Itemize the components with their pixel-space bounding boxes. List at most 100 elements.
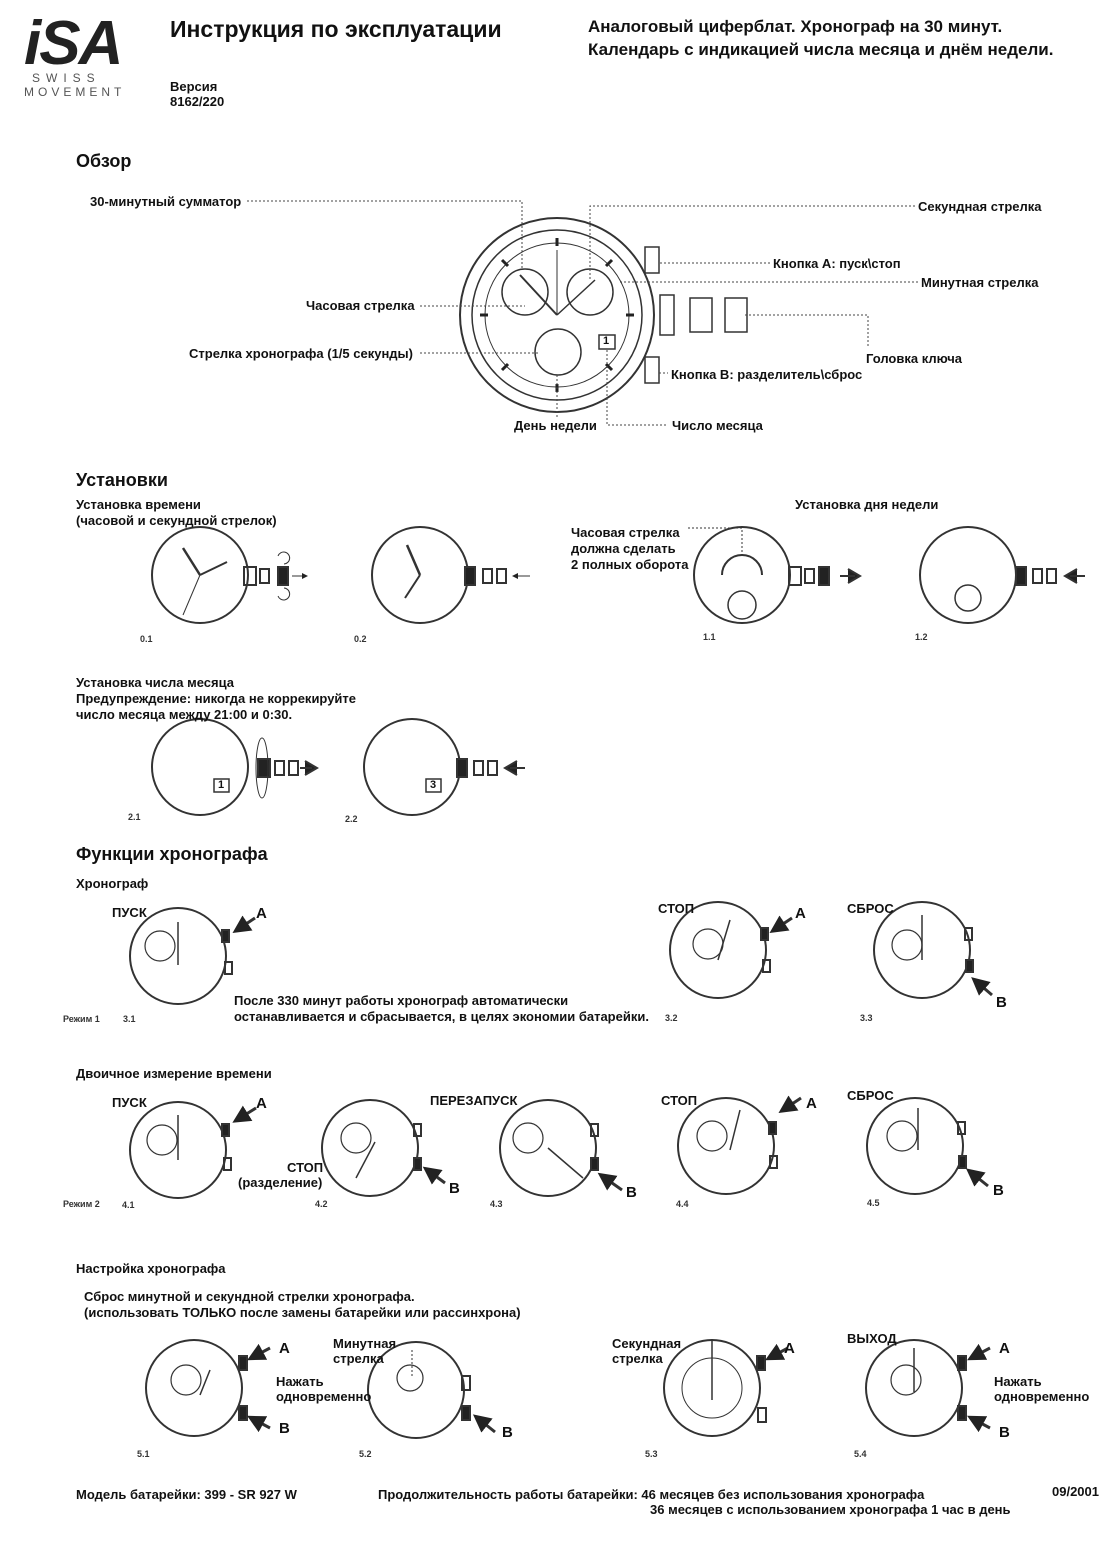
label-reset-2: СБРОС (847, 1088, 894, 1103)
hour-note-1: Часовая стрелка (571, 525, 680, 540)
label-date: Число месяца (672, 418, 763, 433)
label-restart: ПЕРЕЗАПУСК (430, 1093, 518, 1108)
label-stop-2: СТОП (661, 1093, 698, 1108)
label-weekday: День недели (514, 418, 597, 433)
fig-1-1: 1.1 (703, 632, 716, 642)
label-split: (разделение) (238, 1175, 323, 1190)
press-label-1: Нажать (276, 1374, 324, 1389)
battery-model: Модель батарейки: 399 - SR 927 W (76, 1487, 297, 1502)
label-b-45: B (993, 1182, 1004, 1199)
date-value-1: 1 (218, 779, 225, 791)
label-reset-1: СБРОС (847, 901, 894, 916)
label-chrono-hand: Стрелка хронографа (1/5 секунды) (189, 346, 413, 361)
settings-title: Установки (76, 470, 168, 490)
minute-hand-label-1: Минутная (333, 1336, 397, 1351)
brand-logo: iSA SWISS MOVEMENT (24, 8, 125, 99)
mode-1-label: Режим 1 (63, 1014, 100, 1024)
adjust-desc-2: (использовать ТОЛЬКО после замены батаре… (84, 1305, 521, 1320)
time-setting-title: Установка времени (76, 497, 201, 512)
fig-4-2: 4.2 (315, 1199, 328, 1209)
date-setting-warning-2: число месяца между 21:00 и 0:30. (76, 707, 293, 722)
press-label-2: Нажать (994, 1374, 1042, 1389)
label-b-42: B (449, 1180, 460, 1197)
label-start-2: ПУСК (112, 1095, 147, 1110)
fig-5-3: 5.3 (645, 1449, 658, 1459)
label-b-51: B (279, 1420, 290, 1437)
fig-4-4: 4.4 (676, 1199, 689, 1209)
dual-timing-title: Двоичное измерение времени (76, 1066, 272, 1081)
label-a-44: A (806, 1095, 817, 1112)
label-a-51: A (279, 1340, 290, 1357)
doc-date: 09/2001 (1052, 1484, 1099, 1499)
label-b-43: B (626, 1184, 637, 1201)
date-setting-title: Установка числа месяца (76, 675, 234, 690)
chrono-subtitle: Хронограф (76, 876, 149, 891)
fig-4-5: 4.5 (867, 1198, 880, 1208)
fig-4-3: 4.3 (490, 1199, 503, 1209)
dial-date-window: 1 (603, 335, 610, 347)
label-hour-hand: Часовая стрелка (306, 298, 415, 313)
label-start-1: ПУСК (112, 905, 147, 920)
exit-label: ВЫХОД (847, 1331, 897, 1346)
auto-stop-note-1: После 330 минут работы хронограф автомат… (234, 993, 569, 1008)
fig-5-2: 5.2 (359, 1449, 372, 1459)
time-setting-sub: (часовой и секундной стрелок) (76, 513, 277, 528)
adjust-desc-1: Сброс минутной и секундной стрелки хроно… (84, 1289, 415, 1304)
label-crown: Головка ключа (866, 351, 963, 366)
adjust-title: Настройка хронографа (76, 1261, 226, 1276)
auto-stop-note-2: останавливается и сбрасывается, в целях … (234, 1009, 649, 1024)
label-a-32: A (795, 905, 806, 922)
battery-life-1: Продолжительность работы батарейки: 46 м… (378, 1487, 925, 1502)
fig-2-1: 2.1 (128, 812, 141, 822)
fig-0-2: 0.2 (354, 634, 367, 644)
page-title: Инструкция по эксплуатации (170, 16, 502, 42)
logo-sub1: SWISS (32, 71, 101, 85)
label-b-54: B (999, 1424, 1010, 1441)
mode-2-label: Режим 2 (63, 1199, 100, 1209)
label-b-52: B (502, 1424, 513, 1441)
hour-note-2: должна сделать (571, 541, 676, 556)
press-label-2b: одновременно (994, 1389, 1090, 1404)
minute-hand-label-2: стрелка (333, 1351, 384, 1366)
second-hand-label-1: Секундная (612, 1336, 682, 1351)
hour-note-3: 2 полных оборота (571, 557, 689, 572)
label-second-hand: Секундная стрелка (918, 199, 1042, 214)
press-label-1b: одновременно (276, 1389, 372, 1404)
label-stop-1: СТОП (658, 901, 695, 916)
date-setting-warning: Предупреждение: никогда не коррекируйте (76, 691, 357, 706)
second-hand-label-2: стрелка (612, 1351, 663, 1366)
chrono-watches (129, 901, 993, 1439)
version-label: Версия (170, 79, 218, 94)
battery-life-2: 36 месяцев с использованием хронографа 1… (650, 1502, 1011, 1517)
fig-3-2: 3.2 (665, 1013, 678, 1023)
fig-4-1: 4.1 (122, 1200, 135, 1210)
fig-1-2: 1.2 (915, 632, 928, 642)
label-minute-hand: Минутная стрелка (921, 275, 1039, 290)
fig-2-2: 2.2 (345, 814, 358, 824)
label-button-a: Кнопка A: пуск\стоп (773, 256, 901, 271)
chrono-title: Функции хронографа (76, 844, 268, 864)
logo-mark: iSA (24, 9, 123, 78)
dial-ticks (480, 238, 634, 392)
label-totalizer: 30-минутный сумматор (90, 194, 242, 209)
header-desc-2: Календарь с индикацией числа месяца и дн… (588, 40, 1054, 59)
overview-title: Обзор (76, 151, 132, 171)
label-stop-split: СТОП (287, 1160, 324, 1175)
weekday-setting-title: Установка дня недели (795, 497, 939, 512)
date-value-2: 3 (430, 779, 437, 791)
fig-3-1: 3.1 (123, 1014, 136, 1024)
settings-watches (151, 526, 1085, 816)
label-a-31: A (256, 905, 267, 922)
fig-5-1: 5.1 (137, 1449, 150, 1459)
label-button-b: Кнопка B: разделитель\сброс (671, 367, 863, 382)
header-desc-1: Аналоговый циферблат. Хронограф на 30 ми… (588, 17, 1003, 36)
label-a-54: A (999, 1340, 1010, 1357)
logo-sub2: MOVEMENT (24, 85, 126, 99)
label-a-41: A (256, 1095, 267, 1112)
fig-0-1: 0.1 (140, 634, 153, 644)
overview-leaders (247, 200, 918, 426)
fig-5-4: 5.4 (854, 1449, 867, 1459)
version-number: 8162/220 (170, 94, 225, 109)
fig-3-3: 3.3 (860, 1013, 873, 1023)
